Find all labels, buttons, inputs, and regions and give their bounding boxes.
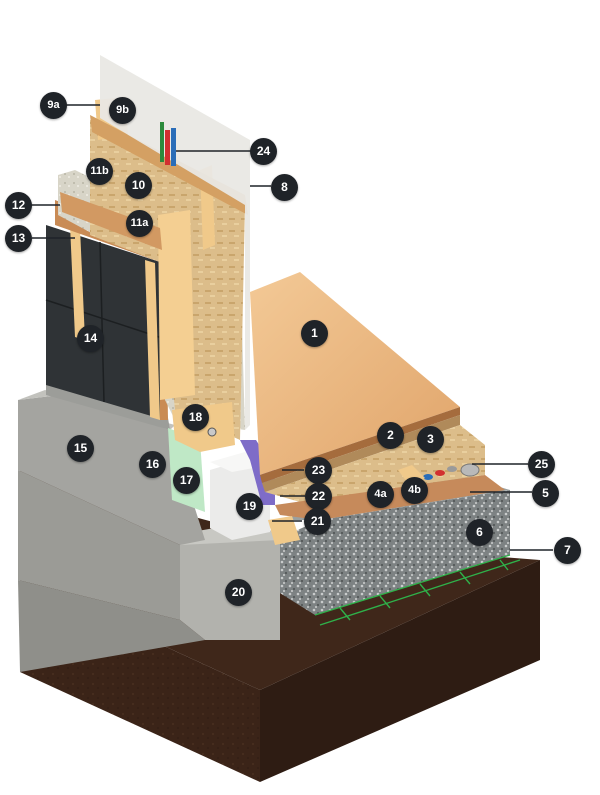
parquet-floor-surface bbox=[250, 272, 460, 475]
callout-9b: 9b bbox=[109, 97, 136, 124]
callout-1: 1 bbox=[301, 320, 328, 347]
callout-23: 23 bbox=[305, 457, 332, 484]
vertical-batten-2 bbox=[145, 260, 160, 420]
callout-15: 15 bbox=[67, 435, 94, 462]
callout-14: 14 bbox=[77, 325, 104, 352]
callout-11a: 11a bbox=[126, 210, 153, 237]
callout-10: 10 bbox=[125, 172, 152, 199]
callout-17: 17 bbox=[173, 467, 200, 494]
callout-4a: 4a bbox=[367, 481, 394, 508]
callout-19: 19 bbox=[236, 493, 263, 520]
callout-25: 25 bbox=[528, 451, 555, 478]
foundation-plinth-front bbox=[18, 395, 205, 545]
soil-side-face bbox=[260, 560, 540, 782]
callout-13: 13 bbox=[5, 225, 32, 252]
callout-9a: 9a bbox=[40, 92, 67, 119]
wood-fibre-board bbox=[55, 200, 168, 420]
callout-21: 21 bbox=[304, 508, 331, 535]
callout-24: 24 bbox=[250, 138, 277, 165]
timber-stud-front bbox=[158, 210, 195, 400]
callout-3: 3 bbox=[417, 426, 444, 453]
callout-18: 18 bbox=[182, 404, 209, 431]
leader-lines bbox=[30, 104, 553, 551]
callout-8: 8 bbox=[271, 174, 298, 201]
callout-11b: 11b bbox=[86, 158, 113, 185]
geogrid-mesh bbox=[314, 554, 521, 626]
floor-installation-pipes bbox=[423, 463, 480, 480]
callout-20: 20 bbox=[225, 579, 252, 606]
wall-installation-pipes bbox=[160, 122, 176, 166]
callout-22: 22 bbox=[305, 483, 332, 510]
callout-6: 6 bbox=[466, 519, 493, 546]
floor-edge-batten bbox=[268, 516, 300, 545]
callout-16: 16 bbox=[139, 451, 166, 478]
callout-5: 5 bbox=[532, 480, 559, 507]
anchor-bolt bbox=[207, 427, 217, 437]
concrete-lower-base bbox=[18, 580, 205, 672]
callout-2: 2 bbox=[377, 422, 404, 449]
gravel-layer-front bbox=[275, 490, 510, 615]
foundation-plinth-face bbox=[18, 470, 180, 620]
callout-7: 7 bbox=[554, 537, 581, 564]
callout-12: 12 bbox=[5, 192, 32, 219]
interior-board-sheet bbox=[100, 55, 250, 430]
vertical-batten bbox=[70, 225, 85, 340]
cladding-joints bbox=[45, 241, 163, 403]
callout-4b: 4b bbox=[401, 477, 428, 504]
